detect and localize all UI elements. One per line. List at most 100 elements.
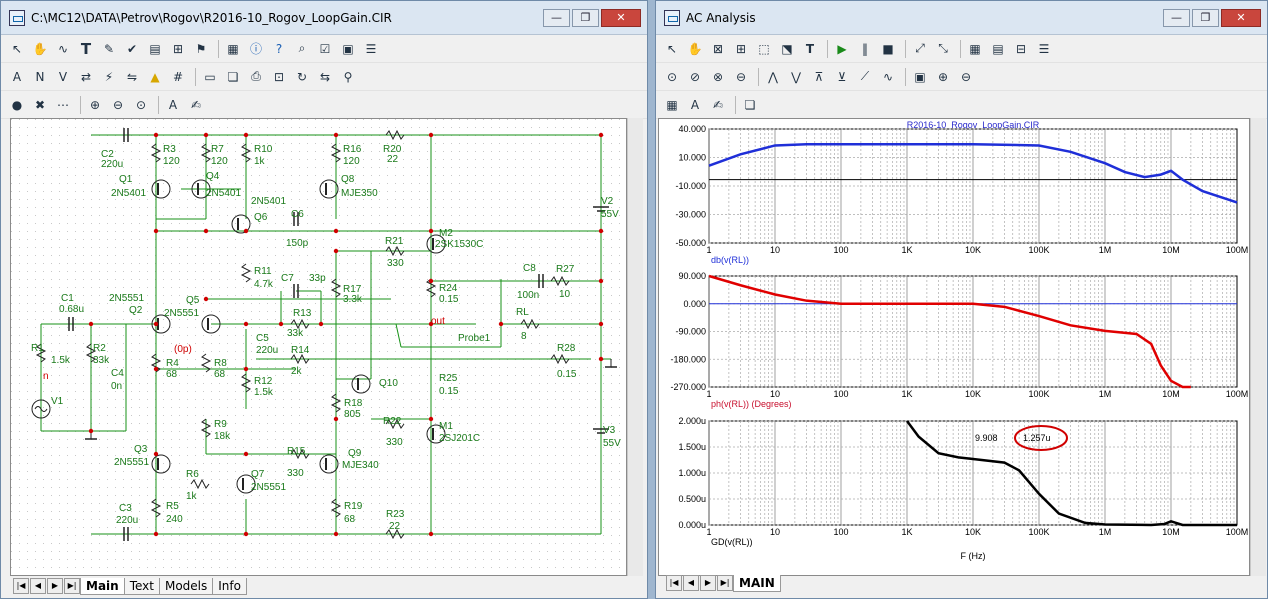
info-icon[interactable]: ⓘ: [249, 42, 262, 56]
node-voltages-icon[interactable]: V: [58, 69, 68, 84]
a-restore-icon[interactable]: ⤡: [938, 41, 948, 55]
print-icon[interactable]: ⎙: [251, 69, 261, 83]
tab-info[interactable]: Info: [212, 577, 247, 595]
a-grid-icon[interactable]: ▦: [969, 41, 981, 56]
component-label: 68: [166, 369, 178, 380]
close-button[interactable]: ✕: [601, 9, 641, 27]
wire-icon[interactable]: ∿: [57, 41, 69, 56]
copy-icon[interactable]: ❏: [227, 69, 239, 84]
warning-icon[interactable]: ▲: [150, 69, 160, 84]
zoom-100-icon[interactable]: ⊙: [135, 97, 147, 112]
grid-dots-icon[interactable]: #: [172, 69, 184, 84]
analysis-app-icon: [664, 9, 680, 26]
font-icon[interactable]: A: [168, 97, 178, 112]
tab-text[interactable]: Text: [123, 577, 160, 595]
a-tag-icon[interactable]: ⬔: [781, 41, 793, 56]
help-icon[interactable]: ?: [275, 41, 283, 56]
first-page-icon[interactable]: |◀: [13, 578, 29, 594]
pin-icon[interactable]: ⚑: [195, 41, 207, 56]
a-zoom3-icon[interactable]: ⊗: [712, 69, 724, 84]
table-icon[interactable]: ☰: [365, 41, 377, 56]
a-run-icon[interactable]: ▶: [837, 41, 847, 56]
a-prev-page-icon[interactable]: ◀: [683, 575, 699, 591]
a-inflect-icon[interactable]: ∿: [882, 69, 894, 84]
a-split-icon[interactable]: ⊟: [1015, 41, 1027, 56]
analysis-close-button[interactable]: ✕: [1221, 9, 1261, 27]
a-font-icon[interactable]: A: [690, 97, 700, 112]
analysis-vertical-scrollbar[interactable]: [1250, 118, 1266, 576]
fit-icon[interactable]: ⊡: [273, 69, 285, 84]
a-low-icon[interactable]: ⊻: [837, 69, 847, 84]
last-page-icon[interactable]: ▶|: [64, 578, 80, 594]
mirror-icon[interactable]: ⇆: [319, 69, 331, 84]
pencil-icon[interactable]: ✎: [103, 41, 115, 56]
a-stack-icon[interactable]: ☰: [1038, 41, 1050, 56]
a-plus-icon[interactable]: ⊕: [937, 69, 949, 84]
node-numbers-icon[interactable]: N: [35, 69, 45, 84]
rotate-icon[interactable]: ↻: [296, 69, 308, 84]
a-zoom2-icon[interactable]: ⊘: [689, 69, 701, 84]
select-icon[interactable]: ↖: [11, 41, 23, 56]
bus-icon[interactable]: ⊞: [172, 41, 184, 56]
analysis-titlebar[interactable]: AC Analysis — ❐ ✕: [656, 1, 1267, 35]
next-page-icon[interactable]: ▶: [47, 578, 63, 594]
component-icon[interactable]: ▤: [149, 41, 161, 56]
prev-page-icon[interactable]: ◀: [30, 578, 46, 594]
a-zoom-icon[interactable]: ⊙: [666, 69, 678, 84]
a-pause-icon[interactable]: ‖: [862, 41, 868, 56]
maximize-button[interactable]: ❐: [572, 9, 599, 27]
a-peak-icon[interactable]: ⋀: [768, 69, 778, 84]
vertical-scrollbar[interactable]: [627, 118, 643, 576]
a-autoscale-icon[interactable]: ⤢: [915, 41, 925, 55]
a-text-icon[interactable]: T: [805, 41, 815, 56]
tab-models[interactable]: Models: [158, 577, 214, 595]
find-icon[interactable]: ⌕: [298, 41, 306, 55]
a-slope-icon[interactable]: ⟋: [860, 69, 870, 83]
a-zoom4-icon[interactable]: ⊖: [735, 69, 747, 84]
schematic-titlebar[interactable]: C:\MC12\DATA\Petrov\Rogov\R2016-10_Rogov…: [1, 1, 647, 35]
binoculars-icon[interactable]: ⚲: [343, 69, 353, 84]
run-icon[interactable]: ●: [11, 97, 23, 112]
a-highlight-icon[interactable]: ✍: [712, 97, 724, 112]
a-next-page-icon[interactable]: ▶: [700, 575, 716, 591]
tab-analysis-main[interactable]: MAIN: [733, 574, 781, 592]
tab-main[interactable]: Main: [80, 577, 125, 595]
a-select-icon[interactable]: ↖: [666, 41, 678, 56]
currents-icon[interactable]: ⇄: [80, 69, 92, 84]
check-icon[interactable]: ✔: [126, 41, 138, 56]
page-icon[interactable]: ▭: [204, 69, 216, 84]
highlight-icon[interactable]: ✍: [190, 97, 202, 112]
power-icon[interactable]: ⚡: [104, 69, 114, 84]
stepping-icon[interactable]: ▣: [342, 41, 354, 56]
a-high-icon[interactable]: ⊼: [814, 69, 824, 84]
a-scale-icon[interactable]: ⊠: [712, 41, 724, 56]
pan-icon[interactable]: ✋: [32, 41, 48, 56]
a-data-icon[interactable]: ▣: [914, 69, 926, 84]
transistor-symbol: [426, 424, 446, 444]
condition-icon[interactable]: ⇋: [126, 69, 138, 84]
a-layout-icon[interactable]: ▦: [666, 97, 678, 112]
a-minus-icon[interactable]: ⊖: [960, 69, 972, 84]
a-last-page-icon[interactable]: ▶|: [717, 575, 733, 591]
a-scope-icon[interactable]: ⊞: [735, 41, 747, 56]
zoom-in-icon[interactable]: ⊕: [89, 97, 101, 112]
analysis-maximize-button[interactable]: ❐: [1192, 9, 1219, 27]
checkbox-icon[interactable]: ☑: [319, 41, 331, 56]
more-icon[interactable]: ⋯: [57, 97, 69, 112]
zoom-out-icon[interactable]: ⊖: [112, 97, 124, 112]
text-icon[interactable]: T: [80, 39, 92, 58]
attribute-text-icon[interactable]: A: [12, 69, 22, 84]
a-minor-grid-icon[interactable]: ▤: [992, 41, 1004, 56]
minimize-button[interactable]: —: [543, 9, 570, 27]
a-first-page-icon[interactable]: |◀: [666, 575, 682, 591]
a-graph-icon[interactable]: ⬚: [758, 41, 770, 56]
analysis-minimize-button[interactable]: —: [1163, 9, 1190, 27]
a-pan-icon[interactable]: ✋: [687, 41, 703, 56]
a-stop-icon[interactable]: ■: [882, 41, 894, 56]
a-copy-icon[interactable]: ❏: [744, 97, 756, 112]
grid-icon[interactable]: ▦: [227, 41, 239, 56]
a-valley-icon[interactable]: ⋁: [791, 69, 801, 84]
stop-icon[interactable]: ✖: [34, 97, 46, 112]
